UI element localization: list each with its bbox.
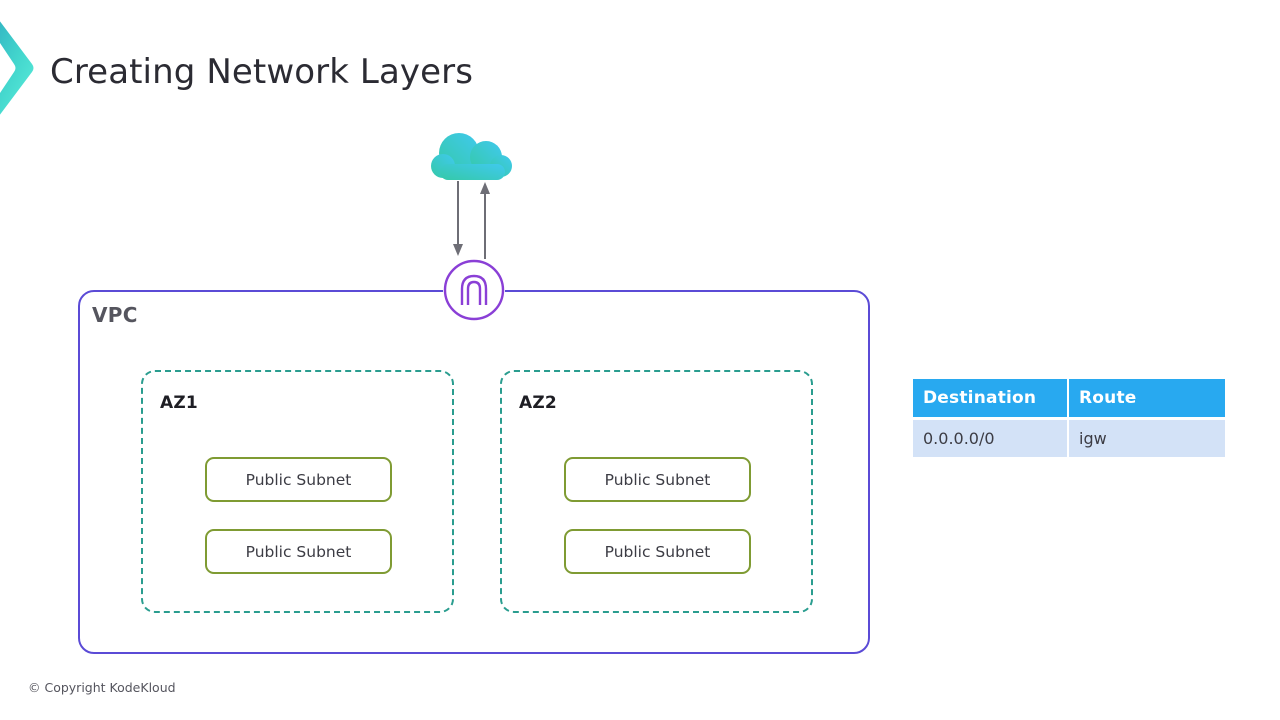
cell-destination: 0.0.0.0/0: [913, 420, 1067, 457]
table-row: 0.0.0.0/0 igw: [913, 420, 1225, 457]
arrow-up-icon: [480, 182, 490, 259]
subnet-label: Public Subnet: [604, 542, 711, 561]
cloud-icon: [431, 133, 512, 180]
table-header-row: Destination Route: [913, 379, 1225, 417]
subnet-label: Public Subnet: [245, 542, 352, 561]
copyright-text: © Copyright KodeKloud: [28, 680, 176, 695]
subnet-box[interactable]: Public Subnet: [205, 457, 392, 502]
route-table: Destination Route 0.0.0.0/0 igw: [911, 376, 1227, 460]
subnet-box[interactable]: Public Subnet: [564, 529, 751, 574]
arrow-down-icon: [453, 181, 463, 256]
brand-logo: [0, 14, 34, 122]
subnet-label: Public Subnet: [245, 470, 352, 489]
subnet-box[interactable]: Public Subnet: [205, 529, 392, 574]
subnet-label: Public Subnet: [604, 470, 711, 489]
subnet-box[interactable]: Public Subnet: [564, 457, 751, 502]
chevron-right-icon: [0, 21, 34, 115]
az-label: AZ2: [519, 393, 557, 413]
column-header-route: Route: [1069, 379, 1225, 417]
cell-route: igw: [1069, 420, 1225, 457]
vpc-label: VPC: [92, 303, 138, 327]
availability-zone-az1: AZ1 Public Subnet Public Subnet: [141, 370, 454, 613]
internet-gateway-node: [443, 259, 505, 321]
internet-gateway-icon: [443, 259, 505, 321]
column-header-destination: Destination: [913, 379, 1067, 417]
cloud-gateway-arrows: [440, 181, 510, 266]
cloud-node: [428, 131, 522, 183]
az-label: AZ1: [160, 393, 198, 413]
availability-zone-az2: AZ2 Public Subnet Public Subnet: [500, 370, 813, 613]
page-title: Creating Network Layers: [50, 52, 474, 92]
